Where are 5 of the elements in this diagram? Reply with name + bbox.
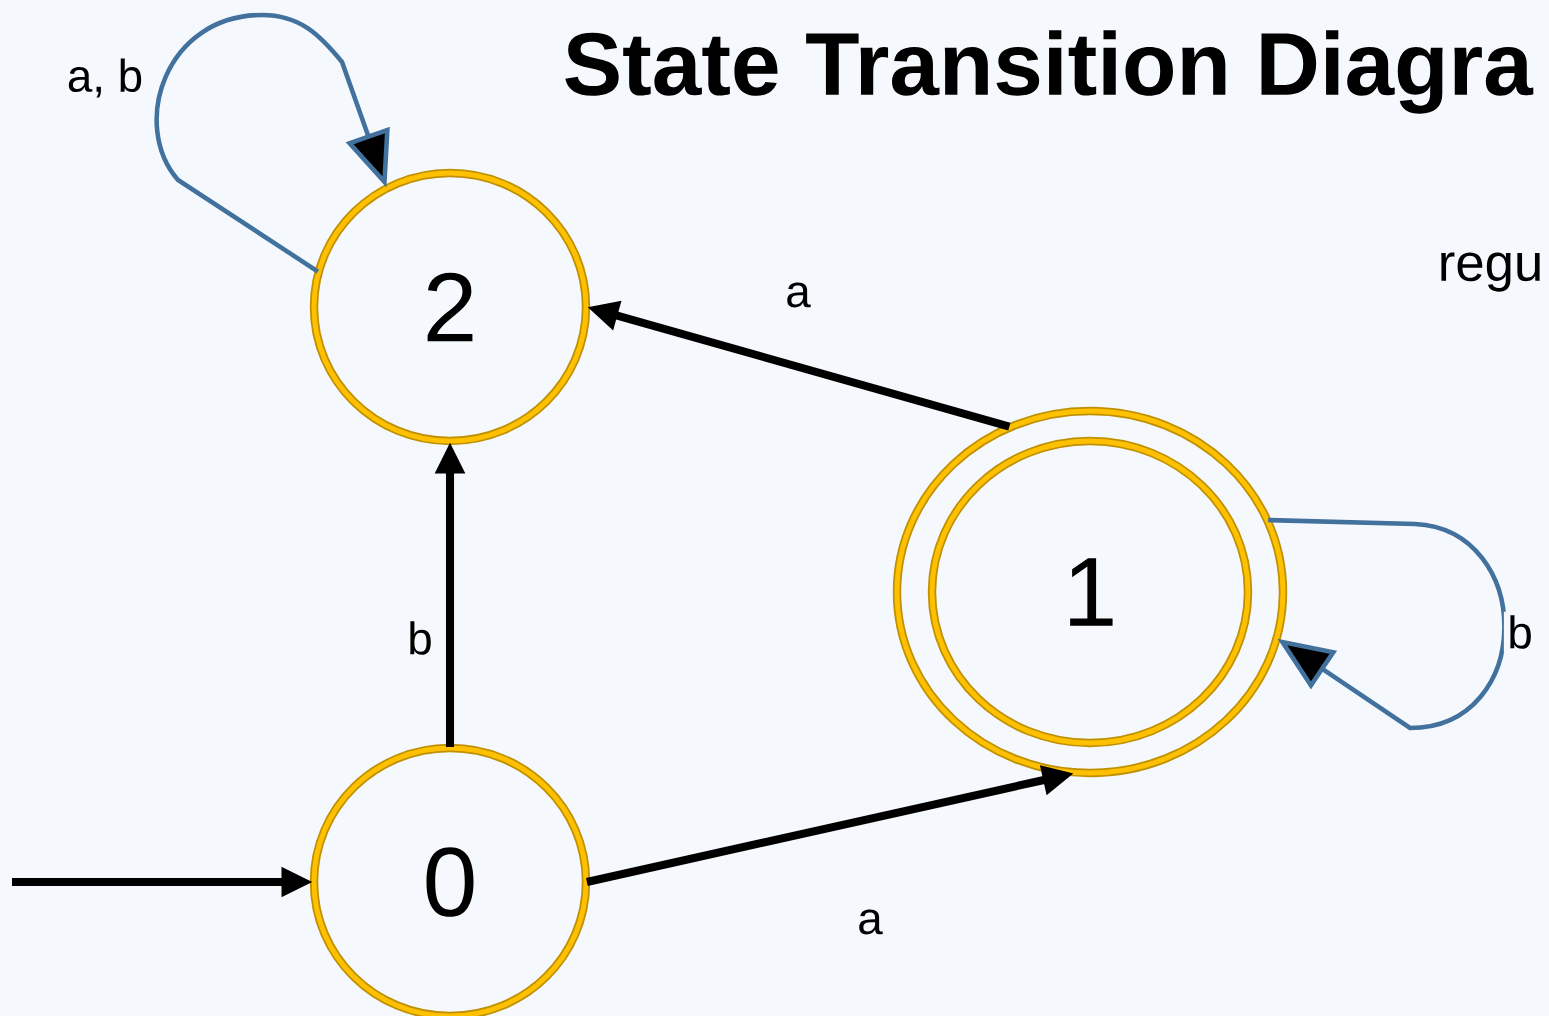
loop-arrow (1268, 517, 1507, 731)
loop-arrow (154, 12, 390, 274)
title: State Transition Diagra (565, 30, 1534, 114)
edge-label: a, b (63, 55, 147, 101)
text-label: regu (1441, 252, 1540, 292)
